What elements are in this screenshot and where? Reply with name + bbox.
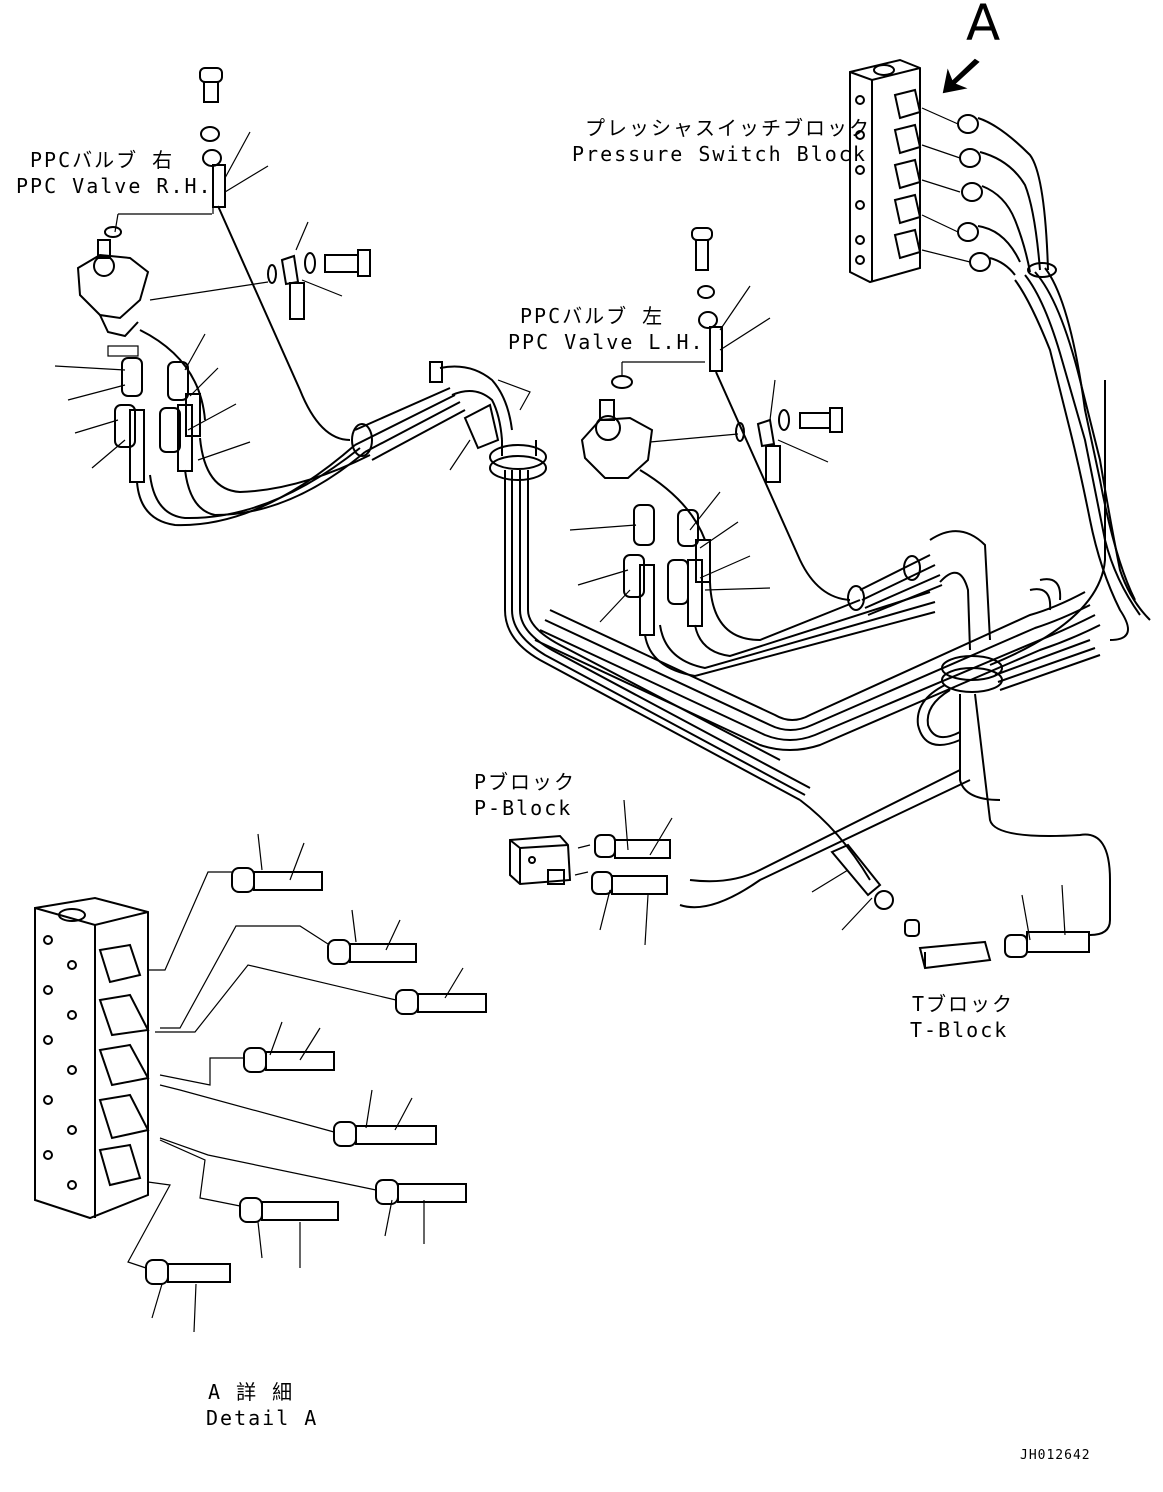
p-block-label-jp: Pブロック xyxy=(474,770,577,794)
pressure-switch-label-jp: プレッシャスイッチブロック xyxy=(585,116,871,140)
detail-a-label-jp: A 詳 細 xyxy=(208,1380,295,1404)
ppc-rh-label-en: PPC Valve R.H. xyxy=(16,174,213,198)
ppc-lh-label-en: PPC Valve L.H. xyxy=(508,330,705,354)
p-block-label-en: P-Block xyxy=(474,796,573,820)
main-hose-harness xyxy=(534,267,1151,909)
ppc-valve-lh xyxy=(569,227,1111,936)
view-marker-a: A xyxy=(966,0,1001,52)
ppc-rh-label-jp: PPCバルブ 右 xyxy=(30,148,175,172)
t-block-label-jp: Tブロック xyxy=(912,992,1015,1016)
detail-a-block xyxy=(34,833,487,1333)
ppc-valve-rh xyxy=(54,67,371,483)
p-block xyxy=(509,799,673,946)
drawing-code: JH012642 xyxy=(1020,1448,1091,1463)
pressure-switch-label-en: Pressure Switch Block xyxy=(572,142,867,166)
t-block xyxy=(811,843,1090,970)
pressure-switch-block xyxy=(849,58,1057,284)
ppc-lh-label-jp: PPCバルブ 左 xyxy=(520,304,665,328)
rh-hose-bundle xyxy=(136,205,811,801)
detail-a-label-en: Detail A xyxy=(206,1406,319,1430)
t-block-label-en: T-Block xyxy=(910,1018,1009,1042)
